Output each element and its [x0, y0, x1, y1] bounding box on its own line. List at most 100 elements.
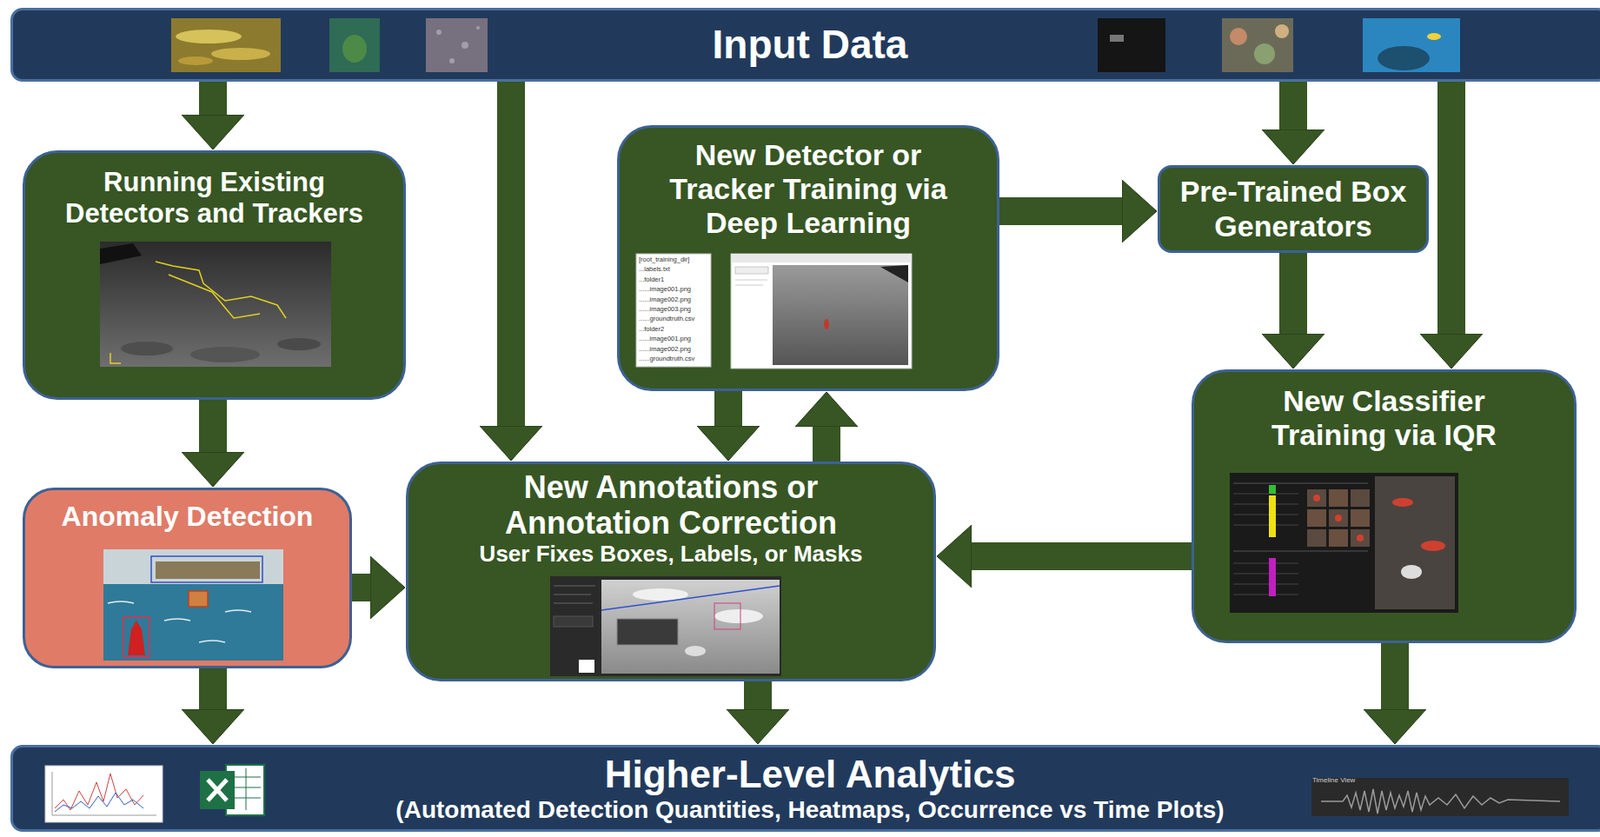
iqr-screenshot-shape [1307, 489, 1327, 507]
input-thumbnails-shape [178, 56, 213, 66]
input-thumbnails-shape [175, 29, 242, 44]
iqr-screenshot-shape [1233, 563, 1299, 565]
iqr-screenshot-shape [1229, 472, 1459, 613]
process-box: New Classifier Training via IQR [1191, 369, 1577, 644]
training-screenshots-shape [823, 318, 830, 330]
input-thumbnails-shape [1109, 34, 1124, 42]
analytics-icons-shape [245, 768, 247, 810]
flow-arrow [1437, 81, 1466, 335]
input-thumbnails-shape [449, 58, 455, 64]
tracker-screenshot-shape [277, 338, 321, 351]
box-title: New Classifier Training via IQR [1245, 384, 1524, 452]
annotation-screenshot-shape [617, 618, 678, 645]
analytics-icons-shape [45, 765, 163, 823]
flow-arrow [714, 391, 743, 427]
tracker-screenshot-shape [99, 241, 332, 367]
input-thumbnails-shape [425, 18, 488, 73]
flow-arrow [351, 573, 372, 602]
iqr-screenshot-shape [1233, 573, 1299, 575]
iqr-screenshot-shape [1350, 489, 1370, 507]
output-band: Higher-Level Analytics(Automated Detecti… [10, 744, 1600, 832]
input-band: Input Data [10, 7, 1600, 82]
anomaly-photo-shape [155, 561, 260, 579]
iqr-screenshot-shape [1268, 557, 1276, 597]
iqr-screenshot-shape [1268, 495, 1276, 538]
iqr-screenshot-shape [1350, 529, 1370, 547]
iqr-screenshot-shape [1307, 529, 1327, 547]
anomaly-box: Anomaly Detection [22, 487, 352, 669]
iqr-screenshot-shape [1356, 534, 1364, 542]
annotation-screenshot-shape [714, 609, 764, 624]
iqr-screenshot-shape [1233, 551, 1368, 552]
tracker-screenshot-shape [190, 346, 260, 363]
anomaly-photo-shape [123, 617, 150, 658]
flow-arrow [1380, 643, 1409, 711]
process-box: New Detector or Tracker Training via Dee… [617, 125, 1000, 392]
iqr-screenshot-shape [1233, 524, 1299, 526]
annotation-screenshot-shape [601, 585, 780, 611]
box-title: Anomaly Detection [61, 500, 314, 533]
box-title: New Detector or Tracker Training via Dee… [651, 138, 965, 240]
input-thumbnails-shape [1377, 46, 1430, 71]
flow-arrow [999, 197, 1123, 226]
iqr-screenshot-shape [1307, 509, 1327, 527]
input-thumbnails-shape [211, 47, 271, 60]
iqr-screenshot-shape [1374, 476, 1455, 610]
annotation-screenshot-shape [684, 645, 706, 657]
analytics-icons-shape [54, 773, 144, 810]
analytics-icons-shape [207, 779, 227, 801]
anomaly-photo-shape [103, 549, 284, 585]
iqr-screenshot-shape [1233, 483, 1368, 485]
iqr-screenshot-shape [1268, 484, 1276, 494]
anomaly-photo-shape [151, 556, 263, 583]
input-thumbnails-shape [1229, 27, 1248, 46]
iqr-screenshot-shape [1400, 564, 1422, 579]
input-thumbnails-shape [476, 26, 480, 30]
band-title: Input Data [712, 21, 909, 68]
analytics-icons-shape [52, 771, 54, 816]
input-thumbnails-shape [342, 34, 367, 63]
annotation-screenshot-shape [550, 576, 782, 677]
flow-arrow [199, 668, 227, 711]
flow-arrow [1279, 252, 1308, 335]
tracker-screenshot-shape [120, 341, 173, 356]
band-subtitle: (Automated Detection Quantities, Heatmap… [395, 796, 1224, 824]
input-thumbnails-shape [1221, 18, 1294, 73]
analytics-icons-shape [234, 797, 261, 799]
annotation-screenshot-shape [553, 594, 591, 596]
input-thumbnails-shape [436, 29, 442, 35]
box-title: New Annotations or Annotation Correction [488, 469, 854, 542]
iqr-screenshot-shape [1328, 509, 1348, 527]
analytics-icons-shape [234, 776, 261, 778]
input-thumbnails-shape [1427, 33, 1441, 40]
flow-arrow [970, 542, 1192, 571]
box-title: Running Existing Detectors and Trackers [49, 166, 380, 229]
annotation-screenshot-shape [553, 603, 593, 605]
flow-arrow [743, 681, 772, 711]
anomaly-photo-shape [188, 590, 208, 607]
flow-arrow [1279, 81, 1308, 131]
training-screenshots-shape [880, 265, 909, 283]
analytics-icons-shape [54, 792, 144, 812]
flow-arrow [812, 425, 841, 462]
training-screenshots-shape [730, 253, 912, 263]
iqr-screenshot-shape [1233, 594, 1299, 596]
iqr-screenshot-shape [1313, 494, 1321, 502]
iqr-screenshot-shape [1420, 540, 1446, 552]
analytics-icons-shape [199, 770, 235, 810]
training-screenshots-shape [636, 253, 711, 367]
iqr-screenshot-shape [1392, 497, 1414, 507]
flow-arrow [199, 399, 227, 453]
tracker-screenshot-shape [155, 261, 286, 319]
training-screenshots-shape [735, 266, 769, 274]
training-screenshots-shape [772, 265, 909, 366]
tracker-screenshot-shape [168, 274, 260, 319]
iqr-screenshot-shape [1350, 509, 1370, 527]
iqr-screenshot-shape [1233, 493, 1299, 495]
iqr-screenshot-shape [1328, 489, 1348, 507]
iqr-screenshot-shape [1233, 514, 1299, 516]
input-thumbnails-shape [1274, 24, 1289, 39]
analytics-icons-shape [234, 787, 261, 789]
annotation-screenshot-shape [553, 616, 593, 627]
training-screenshots-shape [735, 279, 768, 281]
